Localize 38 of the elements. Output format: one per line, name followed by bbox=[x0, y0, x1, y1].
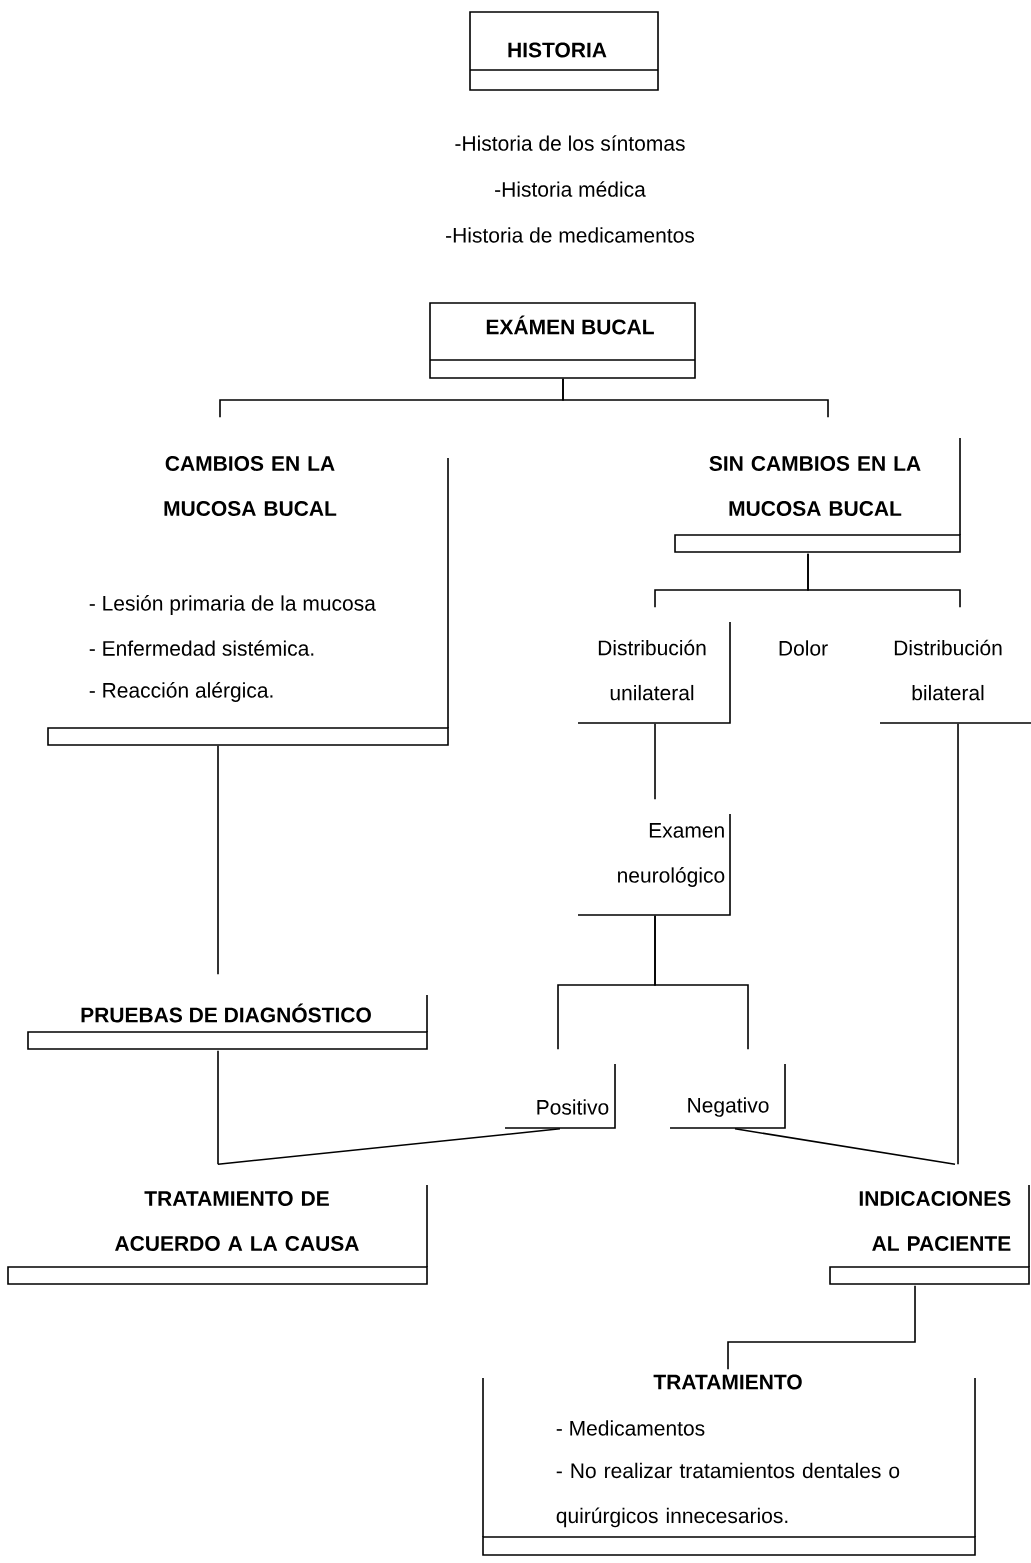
framed-text-box: HISTORIA bbox=[469, 11, 659, 91]
framed-text-box: PRUEBAS DE DIAGNÓSTICO bbox=[27, 994, 428, 1050]
framed-text-box: Positivo bbox=[504, 1063, 616, 1129]
node-label: PRUEBAS DE DIAGNÓSTICO bbox=[81, 1003, 371, 1023]
connector-line bbox=[957, 723, 959, 1165]
node-label: - Medicamentos bbox=[556, 1420, 705, 1436]
list-item-text: -Historia médica bbox=[495, 181, 646, 197]
connector-line bbox=[217, 1050, 219, 1165]
framed-text-box: CAMBIOS EN LA MUCOSA BUCAL - Lesión primaria de la mucosa - Enfermedad sistémica. - Reacción alérgica. bbox=[47, 456, 449, 746]
node-label: TRATAMIENTO bbox=[653, 1374, 802, 1390]
connector-line bbox=[734, 1128, 956, 1165]
framed-text-box: TRATAMIENTO DE ACUERDO A LA CAUSA bbox=[7, 1184, 428, 1285]
framed-text-box: EXÁMEN BUCAL bbox=[429, 302, 696, 379]
list-item-text: -Historia de medicamentos bbox=[446, 227, 695, 243]
node-label: INDICACIONES AL PACIENTE bbox=[859, 1191, 1011, 1251]
node-label: - Lesión primaria de la mucosa bbox=[89, 595, 376, 615]
connector-line bbox=[654, 723, 656, 800]
connector-line bbox=[217, 1128, 561, 1165]
node-label: - No realizar tratamientos dentales o quirúrgicos innecesarios. bbox=[556, 1462, 900, 1528]
text-label: Dolor bbox=[779, 640, 828, 656]
framed-text-box: Distribución bilateral bbox=[879, 639, 1031, 724]
node-label: CAMBIOS EN LA MUCOSA BUCAL bbox=[164, 456, 337, 516]
framed-text-box: Examen neurológico bbox=[577, 813, 731, 916]
connector-line bbox=[807, 553, 961, 608]
node-label: - Reacción alérgica. bbox=[89, 682, 273, 702]
framed-text-box: INDICACIONES AL PACIENTE bbox=[829, 1184, 1030, 1285]
connector-line bbox=[217, 745, 219, 975]
list-item-text: -Historia de los síntomas bbox=[455, 135, 685, 151]
node-label: TRATAMIENTO DE ACUERDO A LA CAUSA bbox=[115, 1191, 359, 1251]
node-label: SIN CAMBIOS EN LA MUCOSA BUCAL bbox=[709, 456, 921, 516]
connector-line bbox=[654, 915, 749, 1050]
connector-line bbox=[727, 1285, 916, 1370]
connector-line bbox=[562, 378, 829, 418]
framed-text-box: SIN CAMBIOS EN LA MUCOSA BUCAL bbox=[674, 437, 961, 553]
framed-text-box: Negativo bbox=[669, 1063, 786, 1129]
framed-text-box: Distribución unilateral bbox=[577, 621, 731, 724]
framed-text-box: TRATAMIENTO - Medicamentos - No realizar tratamientos dentales o quirúrgicos innecesarios. bbox=[482, 1374, 976, 1556]
node-label: - Enfermedad sistémica. bbox=[89, 640, 314, 656]
